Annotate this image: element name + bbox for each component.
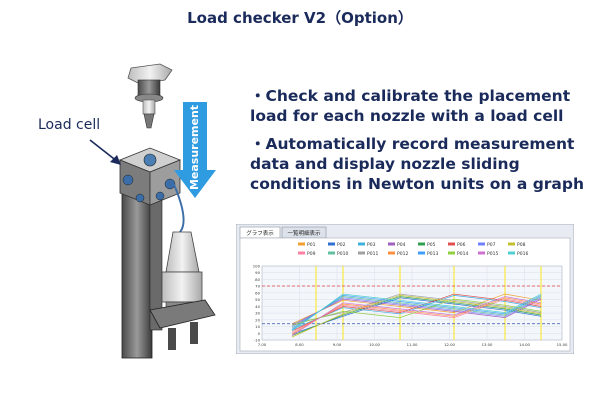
nozzle-head	[127, 63, 173, 129]
load-cell-block	[118, 147, 182, 206]
legend-entry: P014	[457, 251, 468, 257]
legend-entry: P07	[487, 242, 496, 248]
legend-entry: P011	[367, 251, 378, 257]
tab-graph-label: グラフ表示	[246, 229, 274, 237]
legend-swatch	[328, 251, 335, 255]
series-line	[291, 295, 542, 330]
y-tick-label: 0	[258, 331, 261, 336]
legend-swatch	[448, 242, 455, 246]
y-tick-label: -10	[254, 338, 261, 343]
legend-entry: P010	[337, 251, 348, 257]
series-line	[291, 296, 542, 336]
y-tick-label: 40	[255, 304, 260, 309]
legend-swatch	[388, 251, 395, 255]
legend-swatch	[508, 242, 515, 246]
x-tick-label: 14.00	[519, 342, 530, 347]
feature-item: ・Check and calibrate the placement load …	[250, 87, 571, 125]
legend-entry: P02	[337, 242, 346, 248]
y-tick-label: 70	[255, 284, 260, 289]
series-line	[291, 293, 542, 325]
y-tick-label: 20	[255, 317, 260, 322]
legend-entry: P04	[397, 242, 406, 248]
series-line	[291, 296, 542, 329]
series-line	[291, 293, 542, 332]
series-line	[291, 297, 542, 335]
legend-swatch	[418, 251, 425, 255]
y-tick-label: 30	[255, 311, 260, 316]
series-line	[291, 295, 542, 338]
y-tick-label: 80	[255, 277, 260, 282]
y-tick-label: 90	[255, 270, 260, 275]
feature-list: ・Check and calibrate the placement load …	[250, 86, 595, 202]
legend-entry: P06	[457, 242, 466, 248]
legend-swatch	[358, 251, 365, 255]
x-tick-label: 13.00	[482, 342, 493, 347]
series-line	[291, 297, 542, 328]
legend-entry: P01	[307, 242, 316, 248]
legend-entry: P013	[427, 251, 438, 257]
pointer-arrow	[89, 139, 121, 165]
series-line	[291, 293, 542, 325]
x-tick-label: 7.00	[258, 342, 267, 347]
x-tick-label: 11.00	[407, 342, 418, 347]
legend-entry: P03	[367, 242, 376, 248]
x-tick-label: 10.00	[369, 342, 380, 347]
series-line	[291, 298, 542, 333]
legend-swatch	[298, 251, 305, 255]
series-line	[291, 297, 542, 335]
load-cell-label: Load cell	[38, 117, 101, 133]
tab-list-label: 一覧明細表示	[287, 229, 321, 237]
graph-panel: グラフ表示 一覧明細表示 P01 P02 P03 P04 P05 P06 P07 P08P09…	[235, 223, 575, 355]
measurement-arrow	[174, 102, 216, 198]
series-line	[291, 298, 542, 326]
legend-swatch	[298, 242, 305, 246]
x-tick-label: 12.00	[444, 342, 455, 347]
legend-swatch	[358, 242, 365, 246]
legend-swatch	[478, 242, 485, 246]
y-tick-label: 50	[255, 297, 260, 302]
x-tick-label: 8.00	[295, 342, 304, 347]
x-tick-label: 15.00	[557, 342, 568, 347]
feature-item: ・Automatically record measurement data a…	[250, 135, 585, 193]
series-line	[291, 296, 542, 336]
legend-entry: P012	[397, 251, 408, 257]
legend-entry: P08	[517, 242, 526, 248]
cone-sensor	[161, 231, 203, 313]
page-title: Load checker V2（Option）	[187, 9, 413, 27]
legend-entry: P015	[487, 251, 498, 257]
x-tick-label: 9.00	[333, 342, 342, 347]
legend-entry: P016	[517, 251, 528, 257]
legend-swatch	[478, 251, 485, 255]
legend-entry: P05	[427, 242, 436, 248]
legend-swatch	[448, 251, 455, 255]
y-tick-label: 60	[255, 290, 260, 295]
legend-entry: P09	[307, 251, 316, 257]
legend-swatch	[328, 242, 335, 246]
legend-swatch	[508, 251, 515, 255]
legend-swatch	[418, 242, 425, 246]
legend-swatch	[388, 242, 395, 246]
measurement-arrow-label: Measurement	[188, 104, 202, 190]
load-checker-illustration	[118, 63, 216, 359]
y-tick-label: 10	[255, 324, 260, 329]
y-tick-label: 100	[253, 264, 261, 269]
